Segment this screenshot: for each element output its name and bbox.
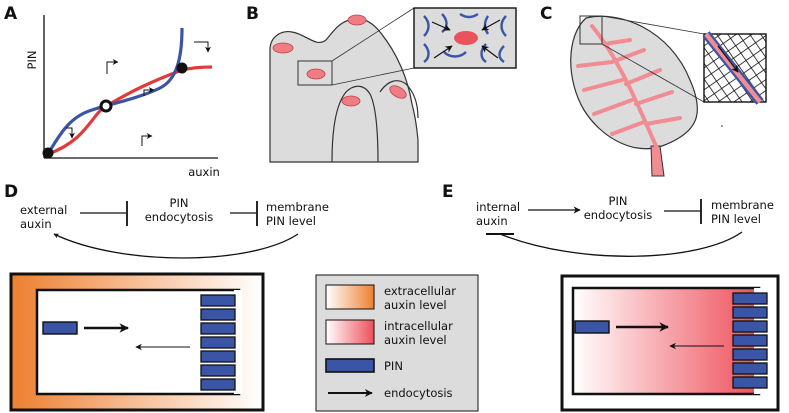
auxin-max-1 bbox=[272, 42, 294, 54]
e-pin-4 bbox=[732, 334, 768, 347]
d-pin-4 bbox=[200, 336, 236, 349]
panel-label-a: A bbox=[4, 4, 18, 24]
legend-intracellular-line1: intracellular bbox=[384, 319, 453, 333]
auxin-max-5 bbox=[389, 85, 407, 99]
legend-extracellular-line1: extracellular bbox=[384, 284, 456, 298]
panel-a: A PIN auxin bbox=[4, 4, 220, 179]
y-axis-label: PIN bbox=[25, 51, 39, 70]
e-pin-stack bbox=[732, 292, 768, 389]
e-mid-line2: endocytosis bbox=[584, 208, 653, 222]
zoom-line-b1 bbox=[331, 7, 415, 62]
inset-arrows bbox=[431, 19, 501, 59]
legend-extracellular-line2: auxin level bbox=[384, 298, 447, 312]
red-curve bbox=[47, 65, 213, 156]
d-right-line1: membrane bbox=[266, 200, 329, 214]
leaf-veins bbox=[576, 24, 682, 148]
e-pin-2 bbox=[732, 306, 768, 319]
d-pin-6 bbox=[200, 364, 236, 377]
legend-endocytosis: endocytosis bbox=[384, 386, 453, 400]
d-pin-5 bbox=[200, 350, 236, 363]
e-pin-1 bbox=[732, 292, 768, 305]
d-pin-left bbox=[42, 321, 78, 335]
primordium-outline bbox=[331, 85, 379, 163]
zoom-box-b bbox=[297, 60, 333, 86]
e-cell-interior bbox=[571, 286, 761, 396]
panel-label-d: D bbox=[4, 182, 18, 202]
legend-swatch-extracellular bbox=[325, 284, 375, 310]
fixed-point-stable bbox=[42, 147, 54, 159]
panel-label-e: E bbox=[442, 182, 454, 202]
e-pin-6 bbox=[732, 362, 768, 375]
d-mid-line2: endocytosis bbox=[145, 210, 214, 224]
zoom-line-b2 bbox=[331, 67, 415, 86]
e-pin-left bbox=[574, 320, 610, 334]
panel-label-b: B bbox=[246, 4, 259, 24]
auxin-max-2 bbox=[347, 14, 367, 26]
d-right-line2: PIN level bbox=[266, 214, 316, 228]
leaf-petiole bbox=[650, 145, 665, 177]
e-left-line1: internal bbox=[476, 200, 520, 214]
legend-intracellular-line2: auxin level bbox=[384, 333, 447, 347]
blue-curve bbox=[46, 27, 184, 155]
e-left-line2: auxin bbox=[476, 214, 508, 228]
zoom-line-c1 bbox=[601, 15, 705, 35]
d-pin-1 bbox=[200, 294, 236, 307]
d-pin-3 bbox=[200, 322, 236, 335]
d-feedback-arrow bbox=[53, 233, 299, 259]
legend: extracellular auxin level intracellular … bbox=[315, 274, 479, 412]
d-pin-2 bbox=[200, 308, 236, 321]
legend-pin: PIN bbox=[384, 359, 403, 373]
d-left-line2: auxin bbox=[20, 217, 52, 231]
e-mid-line1: PIN bbox=[609, 194, 628, 208]
d-pin-7 bbox=[200, 378, 236, 391]
e-pin-3 bbox=[732, 320, 768, 333]
e-pin-5 bbox=[732, 348, 768, 361]
panel-d: D external auxin PIN endocytosis membran… bbox=[4, 182, 329, 412]
x-axis-label: auxin bbox=[188, 165, 220, 179]
fixed-point-stable-high bbox=[176, 62, 188, 74]
panel-e: E internal auxin PIN endocytosis membran… bbox=[442, 182, 780, 412]
e-right-line1: membrane bbox=[711, 198, 774, 212]
d-cell-gap bbox=[234, 290, 242, 394]
legend-swatch-intracellular bbox=[325, 319, 375, 345]
zoom-line-c2 bbox=[601, 43, 705, 103]
d-mid-line1: PIN bbox=[170, 196, 189, 210]
inset-c-arrow bbox=[717, 45, 739, 73]
inset-pin-arcs bbox=[423, 12, 507, 63]
inset-auxin-max bbox=[454, 31, 478, 45]
zoom-box-c bbox=[579, 15, 603, 45]
e-right-line2: PIN level bbox=[711, 212, 761, 226]
legend-swatch-pin bbox=[325, 358, 375, 373]
panel-c: C bbox=[540, 4, 767, 177]
flow-arrows bbox=[66, 41, 211, 146]
speck bbox=[721, 125, 723, 127]
primordium-outline-right bbox=[379, 80, 419, 119]
auxin-max-4 bbox=[341, 95, 361, 107]
d-pin-stack bbox=[200, 294, 236, 391]
auxin-max-3 bbox=[306, 68, 326, 80]
fixed-point-unstable bbox=[99, 99, 113, 113]
e-feedback-arrow bbox=[499, 231, 743, 257]
panel-label-c: C bbox=[540, 4, 552, 24]
panel-b: B bbox=[246, 4, 517, 163]
e-pin-7 bbox=[732, 376, 768, 389]
d-left-line1: external bbox=[20, 203, 67, 217]
